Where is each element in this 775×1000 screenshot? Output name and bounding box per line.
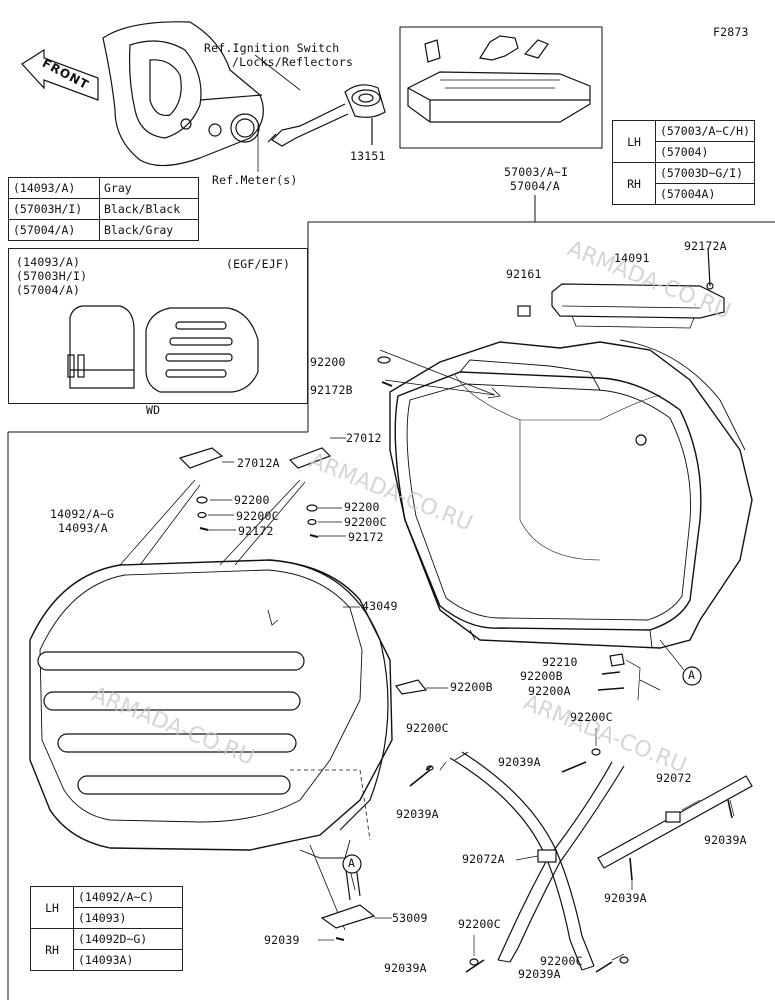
saddlebag-body-icon	[389, 339, 753, 649]
ignition-switch-icon	[267, 84, 386, 147]
saddlebag-lid-icon	[29, 559, 393, 859]
part-92200[interactable]: 92200	[344, 500, 380, 514]
part-92072[interactable]: 92072	[656, 771, 692, 785]
callout-A-right	[682, 666, 702, 686]
part-92072A[interactable]: 92072A	[462, 852, 505, 866]
wd-line: (14093/A)	[16, 255, 81, 269]
clip-92210-icon	[609, 653, 625, 667]
part-ref: (14093)	[73, 907, 183, 929]
strap-92072A-icon	[449, 751, 625, 971]
part-92200[interactable]: 92200	[234, 493, 270, 507]
color-part: (57004/A)	[8, 219, 100, 241]
wd-region: (EGF/EJF)	[226, 257, 291, 271]
color-part: (14093/A)	[8, 177, 100, 199]
wd-box	[8, 248, 308, 404]
callout-A-bottom	[342, 854, 362, 874]
side-lh: LH	[30, 886, 74, 929]
part-43049[interactable]: 43049	[362, 599, 398, 613]
part-ref: (14092/A~C)	[73, 886, 183, 908]
lock-kit-icon	[407, 35, 591, 123]
ref-ignition-label: Ref.Ignition Switch	[204, 41, 340, 55]
part-ref: (57003D~G/I)	[654, 162, 756, 184]
part-92200[interactable]: 92200	[310, 355, 346, 369]
plate-92200B-icon	[394, 679, 428, 695]
callout-A-label: A	[688, 668, 696, 682]
part-92172A[interactable]: 92172A	[684, 239, 727, 253]
bracket-53009-icon	[320, 865, 376, 929]
part-92200C[interactable]: 92200C	[540, 954, 583, 968]
part-27012A[interactable]: 27012A	[237, 456, 280, 470]
ref-locks-label: /Locks/Reflectors	[232, 55, 354, 69]
part-92200C[interactable]: 92200C	[458, 917, 501, 931]
lock-kit-frame	[399, 26, 603, 149]
part-92039A[interactable]: 92039A	[396, 807, 439, 821]
part-ref: (57004A)	[654, 183, 756, 205]
part-92172[interactable]: 92172	[238, 524, 274, 538]
part-14093[interactable]: 14093/A	[58, 521, 108, 535]
diagram-code: F2873	[713, 25, 749, 39]
part-92200A[interactable]: 92200A	[528, 684, 571, 698]
screw-92172A-icon	[706, 247, 714, 290]
lh-rh-table-bottom: LH(14092/A~C) (14093) RH(14092D~G) (1409…	[30, 886, 183, 971]
part-92172B[interactable]: 92172B	[310, 383, 353, 397]
color-value: Black/Gray	[99, 219, 199, 241]
strap-92072-icon	[597, 775, 753, 869]
side-rh: RH	[30, 928, 74, 971]
part-92039A[interactable]: 92039A	[604, 891, 647, 905]
wd-saddlebag-side-icon	[67, 305, 135, 389]
part-ref: (57003/A~C/H)	[654, 120, 756, 142]
ref-meter-label: Ref.Meter(s)	[212, 173, 298, 187]
fairing-housing-icon	[102, 21, 264, 167]
part-92039A[interactable]: 92039A	[498, 755, 541, 769]
saddlebag-assembly-frame	[8, 221, 775, 433]
side-lh: LH	[612, 120, 656, 163]
rubber-block-icon	[517, 305, 531, 317]
part-14091[interactable]: 14091	[614, 251, 650, 265]
part-92200C[interactable]: 92200C	[236, 509, 279, 523]
part-92039A[interactable]: 92039A	[518, 967, 561, 981]
latch-cover-icon	[551, 283, 725, 329]
side-rh: RH	[612, 162, 656, 205]
hinge-plate-27012A-icon	[178, 447, 224, 469]
callout-A-label: A	[348, 856, 356, 870]
wd-saddlebag-lid-icon	[145, 307, 259, 393]
part-92200C[interactable]: 92200C	[406, 721, 449, 735]
part-13151[interactable]: 13151	[350, 149, 386, 163]
wd-line: (57004/A)	[16, 283, 81, 297]
color-table: (14093/A)Gray (57003H/I)Black/Black (570…	[8, 177, 199, 241]
lh-rh-table-top: LH(57003/A~C/H) (57004) RH(57003D~G/I) (…	[612, 120, 756, 205]
part-53009[interactable]: 53009	[392, 911, 428, 925]
part-92200B[interactable]: 92200B	[520, 669, 563, 683]
color-value: Gray	[99, 177, 199, 199]
front-arrow-icon	[21, 48, 99, 101]
part-14092[interactable]: 14092/A~G	[50, 507, 115, 521]
color-part: (57003H/I)	[8, 198, 100, 220]
part-92172[interactable]: 92172	[348, 530, 384, 544]
part-27012[interactable]: 27012	[346, 431, 382, 445]
part-92200B[interactable]: 92200B	[450, 680, 493, 694]
part-ref: (57004)	[654, 141, 756, 163]
wd-line: (57003H/I)	[16, 269, 88, 283]
part-57003[interactable]: 57003/A~I	[504, 165, 569, 179]
color-value: Black/Black	[99, 198, 199, 220]
part-92039[interactable]: 92039	[264, 933, 300, 947]
part-92039A[interactable]: 92039A	[384, 961, 427, 975]
part-ref: (14092D~G)	[73, 928, 183, 950]
part-92200C[interactable]: 92200C	[570, 710, 613, 724]
wd-caption: WD	[146, 403, 161, 417]
hinge-plate-27012-icon	[288, 447, 332, 469]
part-92200C[interactable]: 92200C	[344, 515, 387, 529]
part-92161[interactable]: 92161	[506, 267, 542, 281]
part-92210[interactable]: 92210	[542, 655, 578, 669]
part-92039A[interactable]: 92039A	[704, 833, 747, 847]
part-ref: (14093A)	[73, 949, 183, 971]
part-57004[interactable]: 57004/A	[510, 179, 560, 193]
